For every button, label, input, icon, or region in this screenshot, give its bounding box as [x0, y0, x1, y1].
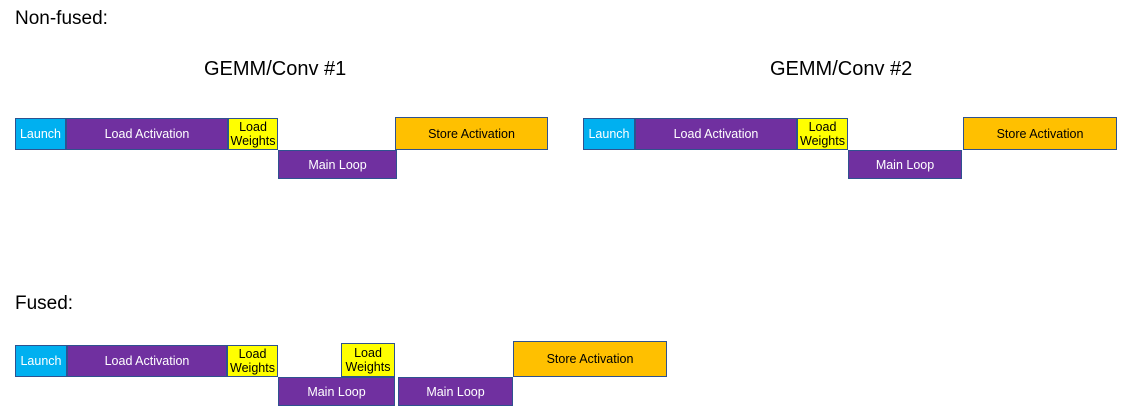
- block-label: Load Activation: [673, 127, 759, 141]
- gemm-conv-1-title: GEMM/Conv #1: [204, 58, 347, 80]
- block-label: Store Activation: [428, 126, 515, 141]
- block-label: Load Activation: [104, 354, 190, 368]
- nonfused2-store-activation-bar: Store Activation: [963, 117, 1117, 150]
- block-label: Main Loop: [307, 384, 366, 399]
- nonfused2-load-activation-bar: Load Activation: [635, 118, 797, 150]
- block-label: Launch: [588, 127, 630, 141]
- nonfused1-load-activation-bar: Load Activation: [66, 118, 228, 150]
- nonfused2-launch-bar: Launch: [583, 118, 635, 150]
- block-label: Launch: [19, 127, 61, 141]
- gemm-conv-2-title: GEMM/Conv #2: [770, 58, 913, 80]
- block-label: Load Weights: [230, 347, 275, 375]
- fused-load-weights-2-bar: Load Weights: [341, 343, 395, 377]
- nonfused1-main-loop-bar: Main Loop: [278, 150, 397, 179]
- block-label: Launch: [20, 354, 62, 368]
- nonfused2-load-weights-bar: Load Weights: [797, 118, 848, 150]
- fused-main-loop-2-bar: Main Loop: [398, 377, 513, 406]
- block-label: Main Loop: [875, 157, 935, 172]
- nonfused2-main-loop-bar: Main Loop: [848, 150, 962, 179]
- fused-load-activation-bar: Load Activation: [67, 345, 227, 377]
- block-label: Main Loop: [308, 157, 367, 172]
- block-label: Store Activation: [546, 352, 634, 366]
- nonfused1-store-activation-bar: Store Activation: [395, 117, 548, 150]
- nonfused-section-label: Non-fused:: [15, 8, 108, 29]
- nonfused1-load-weights-bar: Load Weights: [228, 118, 278, 150]
- fused-section-label: Fused:: [15, 293, 74, 314]
- block-label: Load Weights: [800, 120, 845, 148]
- fused-launch-bar: Launch: [15, 345, 67, 377]
- block-label: Load Activation: [104, 127, 190, 141]
- block-label: Main Loop: [426, 384, 485, 399]
- nonfused1-launch-bar: Launch: [15, 118, 66, 150]
- fused-store-activation-bar: Store Activation: [513, 341, 667, 377]
- block-label: Load Weights: [230, 120, 276, 148]
- fused-load-weights-1-bar: Load Weights: [227, 345, 278, 377]
- fused-main-loop-1-bar: Main Loop: [278, 377, 395, 406]
- block-label: Load Weights: [345, 346, 391, 374]
- block-label: Store Activation: [996, 126, 1084, 141]
